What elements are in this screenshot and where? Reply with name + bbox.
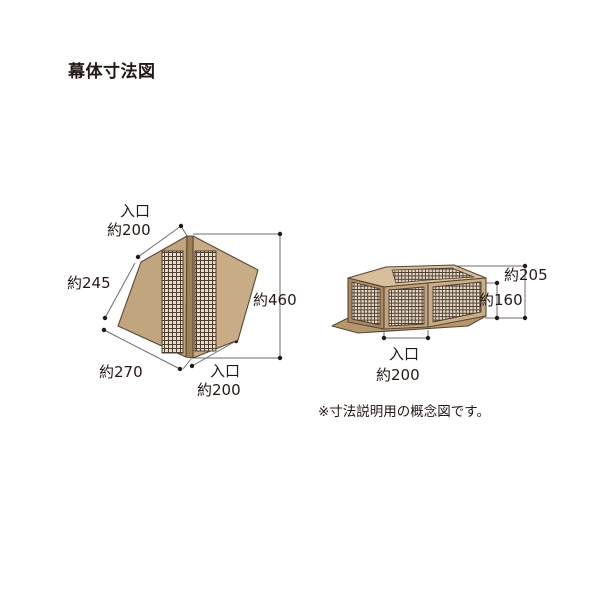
mesh-window-center xyxy=(388,286,425,327)
mesh-panel-right xyxy=(194,250,217,352)
side-bottom-value: 約270 xyxy=(99,363,143,381)
dim-line-entrance-top xyxy=(137,225,182,258)
dim-dot xyxy=(425,335,431,341)
side-view: 約205 約160 入口 約200 xyxy=(331,263,548,384)
entrance-side-value: 約200 xyxy=(376,366,420,384)
dim-line-side-left xyxy=(104,262,136,319)
top-view-dimension-lines xyxy=(103,225,281,370)
entrance-top-value: 約200 xyxy=(107,221,151,239)
dim-dot xyxy=(277,355,283,361)
entrance-side-label: 入口 xyxy=(389,345,419,363)
dim-dot xyxy=(135,254,141,260)
dim-dot xyxy=(381,335,387,341)
length-right-value: 約460 xyxy=(253,291,297,309)
side-view-dimension-dots xyxy=(381,263,528,341)
extension-line-bottom xyxy=(182,358,192,370)
diagram-title: 幕体寸法図 xyxy=(68,62,156,82)
dim-dot xyxy=(494,280,500,286)
dim-dot xyxy=(101,327,107,333)
mesh-window-left xyxy=(351,281,381,326)
top-view-dimension-dots xyxy=(101,223,283,372)
dim-dot xyxy=(102,315,108,321)
entrance-top-label: 入口 xyxy=(120,202,150,220)
top-view: 入口 約200 約245 約270 約460 入口 約200 xyxy=(67,202,297,399)
dim-dot xyxy=(522,263,528,269)
dim-line-side-bottom xyxy=(103,329,181,370)
dim-dot xyxy=(177,366,183,372)
entrance-bottom-value: 約200 xyxy=(197,381,241,399)
side-left-value: 約245 xyxy=(67,274,111,292)
tent-top-view xyxy=(117,235,259,359)
dim-dot xyxy=(494,315,500,321)
tent-side-view xyxy=(331,264,487,334)
height-total-value: 約205 xyxy=(504,266,548,284)
dim-dot xyxy=(178,223,184,229)
entrance-bottom-label: 入口 xyxy=(210,362,240,380)
dim-dot xyxy=(522,315,528,321)
concept-note: ※寸法説明用の概念図です。 xyxy=(318,403,490,420)
height-wall-value: 約160 xyxy=(479,291,523,309)
mesh-panel-left xyxy=(161,250,184,354)
mesh-window-roof xyxy=(391,267,475,284)
dim-dot xyxy=(189,363,195,369)
tent-center-slit xyxy=(185,235,194,359)
dim-dot xyxy=(277,231,283,237)
dim-line-entrance-bottom xyxy=(191,340,237,367)
mesh-window-right xyxy=(432,281,482,323)
